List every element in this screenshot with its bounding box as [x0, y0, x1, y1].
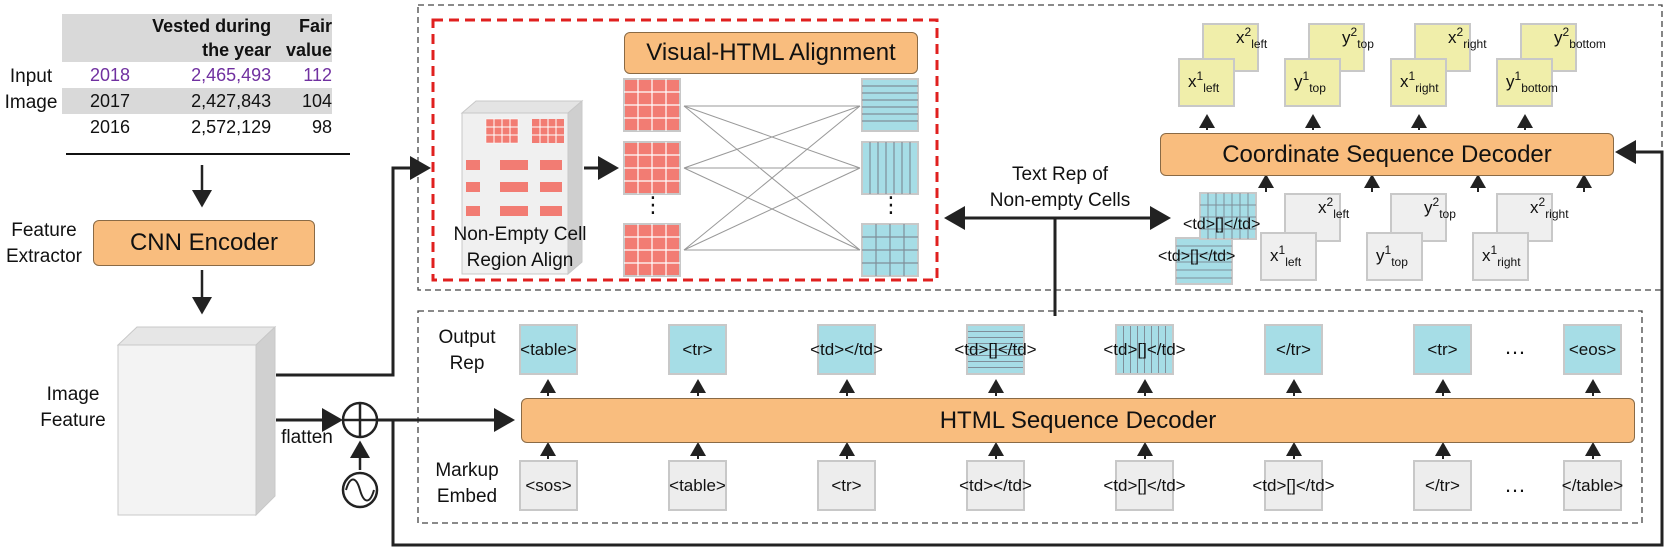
input-token: <tr>	[817, 460, 876, 511]
input-token: </tr>	[1413, 460, 1472, 511]
table-row: 2016 2,572,129 98	[62, 114, 332, 140]
table-cell: 2018	[90, 64, 131, 85]
input-table: Vested during the year Fair value 2018 2…	[62, 14, 332, 140]
table-cell: 2,572,129	[191, 116, 272, 137]
output-token: <tr>	[1413, 324, 1472, 375]
output-token: <table>	[519, 324, 578, 375]
image-feature-box-top	[116, 326, 277, 346]
region-align-label: Non-Empty Cell Region Align	[453, 224, 587, 271]
coord-box-front: x1right	[1390, 58, 1447, 107]
cnn-encoder-block: CNN Encoder	[93, 220, 315, 266]
image-feature-label: Image Feature	[40, 384, 106, 431]
input-token: <td>[]</td>	[1103, 460, 1186, 511]
lower-frame	[417, 310, 1643, 524]
input-token: <td></td>	[959, 460, 1032, 511]
text-rep-label: Text Rep of Non-empty Cells	[989, 164, 1131, 211]
markup-embed-label: Markup Embed	[435, 460, 499, 507]
output-token: <td>[]</td>	[954, 324, 1037, 375]
table-cell: 2,465,493	[191, 64, 272, 85]
table-row: 2017 2,427,843 104	[62, 88, 332, 114]
feature-extractor-label: Feature Extractor	[5, 220, 83, 267]
alignment-title: Visual-HTML Alignment	[624, 32, 918, 74]
input-token: <table>	[668, 460, 727, 511]
output-ellipsis: …	[1504, 334, 1526, 359]
table-header-cell: Vested during the year	[152, 16, 272, 60]
table-cell: 2,427,843	[191, 90, 272, 111]
coord-box-front: x1right	[1472, 232, 1529, 281]
output-token: <eos>	[1563, 324, 1622, 375]
input-token: </table>	[1562, 460, 1623, 511]
html-grid-icons	[861, 78, 919, 277]
building-icon	[460, 99, 584, 276]
flatten-label: flatten	[281, 427, 333, 448]
table-row: 2018 2,465,493 112	[62, 62, 332, 88]
coord-box-front: y1top	[1284, 58, 1341, 107]
input-ellipsis: …	[1504, 472, 1526, 497]
coord-box-front: y1bottom	[1496, 58, 1558, 107]
table-header-cell	[62, 14, 130, 62]
output-token: <td>[]</td>	[1103, 324, 1186, 375]
output-token: <td></td>	[810, 324, 883, 375]
html-decoder-block: HTML Sequence Decoder	[521, 398, 1635, 443]
cell-token-label: <td>[]</td>	[1158, 248, 1236, 265]
coord-box-front: x1left	[1260, 232, 1317, 281]
input-image-label: Input Image	[4, 66, 58, 113]
upper-frame	[417, 4, 1663, 291]
table-cell: 112	[303, 64, 332, 85]
input-token: <sos>	[519, 460, 578, 511]
output-token: </tr>	[1264, 324, 1323, 375]
image-feature-box-side	[255, 325, 276, 517]
coord-box-front: x1left	[1178, 58, 1235, 107]
output-rep-label: Output Rep	[438, 327, 496, 374]
alignment-frame	[431, 18, 939, 282]
cell-token-icons	[1175, 192, 1257, 285]
input-token: <td>[]</td>	[1252, 460, 1335, 511]
table-cell: 98	[311, 116, 332, 137]
output-token: <tr>	[668, 324, 727, 375]
coord-box-front: y1top	[1366, 232, 1423, 281]
cell-token-label: <td>[]</td>	[1183, 216, 1261, 233]
region-dots: ⋮	[642, 192, 664, 217]
coordinate-decoder-block: Coordinate Sequence Decoder	[1160, 133, 1614, 176]
table-header-row: Vested during the year Fair value	[62, 14, 332, 62]
html-dots: ⋮	[880, 192, 902, 217]
table-cell: 104	[301, 90, 332, 111]
image-feature-box-front	[117, 344, 257, 516]
table-header-cell: Fair value	[285, 16, 332, 60]
region-grid-icons	[623, 78, 681, 277]
table-cell: 2017	[90, 90, 131, 111]
table-cell: 2016	[90, 116, 131, 137]
